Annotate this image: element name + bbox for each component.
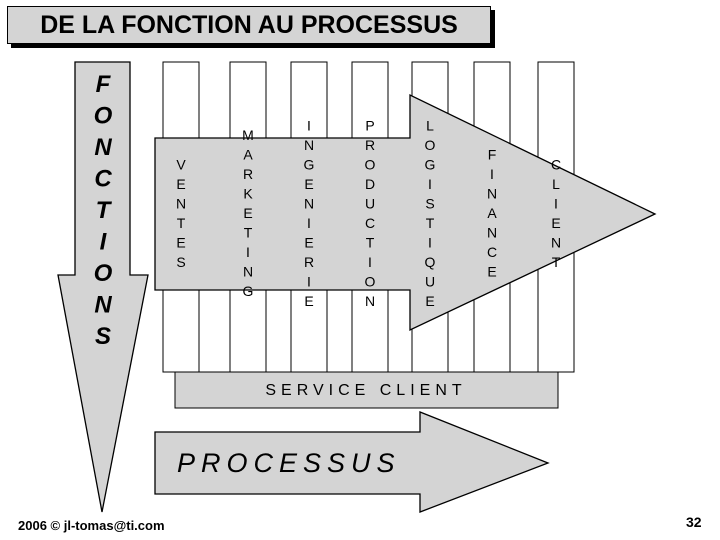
column-letter: N [243,264,253,280]
column-letter: M [242,127,254,143]
column-letter: T [426,215,435,231]
column-letter: E [176,234,185,250]
column-letter: N [304,137,314,153]
column-letter: R [243,166,253,182]
processus-arrow [154,411,550,513]
column-letter: R [365,137,375,153]
column-letter: O [365,156,376,172]
column-letter: N [487,186,497,202]
column-letter: F [488,147,497,163]
column-letter: I [490,166,494,182]
column-letter: E [304,176,313,192]
fonctions-letter: T [96,197,113,224]
fonctions-letter: O [94,260,113,287]
column-letter: G [425,156,436,172]
column-letter: E [304,234,313,250]
footer-credit: 2006 © jl-tomas@ti.com [18,518,165,533]
processus-label: PROCESSUS [177,448,401,478]
column-letter: U [425,273,435,289]
column-letter: I [428,176,432,192]
column-letter: E [487,264,496,280]
process-arrow [154,93,657,332]
column-letter: L [426,117,434,133]
fonctions-letter: O [94,103,113,130]
column-letter: N [304,195,314,211]
column-letter: U [365,195,375,211]
column-letter: A [243,147,253,163]
column-letter: E [243,205,252,221]
column-letter: N [551,234,561,250]
column-letter: R [304,254,314,270]
column-letter: N [365,293,375,309]
fonctions-letter: N [94,134,112,161]
column-letter: I [307,215,311,231]
column-letter: N [176,195,186,211]
column-letter: T [552,254,561,270]
column-letter: S [176,254,185,270]
service-client-bar [174,371,559,409]
fonctions-letter: I [100,229,108,256]
column-letter: N [487,225,497,241]
column-letter: E [425,293,434,309]
fonctions-letter: S [95,323,111,350]
column-letter: E [176,176,185,192]
column-letter: P [365,117,374,133]
column-letter: V [176,156,186,172]
column-letter: E [304,293,313,309]
fonctions-letter: F [96,71,112,98]
title-box: DE LA FONCTION AU PROCESSUS [7,6,491,44]
page-title: DE LA FONCTION AU PROCESSUS [40,11,458,39]
column-letter: Q [425,254,436,270]
service-client-label: SERVICE CLIENT [265,382,466,399]
column-letter: I [307,117,311,133]
column-label: CLIENT [551,156,561,270]
column-labels: VENTESMARKETINGINGENIERIEPRODUCTIONLOGIS… [176,117,561,309]
column-letter: I [307,273,311,289]
column-letter: G [304,156,315,172]
column-letter: A [487,205,497,221]
page-number: 32 [686,514,702,530]
column-letter: T [366,234,375,250]
column-letter: E [551,215,560,231]
column-letter: C [365,215,375,231]
column-letter: O [365,273,376,289]
fonctions-arrow [57,61,149,513]
column-letter: I [428,234,432,250]
column-letter: G [243,283,254,299]
column-letter: I [246,244,250,260]
column-letter: T [244,225,253,241]
column-letter: C [551,156,561,172]
column-letter: I [554,195,558,211]
fonctions-letter: C [94,166,112,193]
column-letter: D [365,176,375,192]
column-letter: S [425,195,434,211]
column-letter: C [487,244,497,260]
column-letter: O [425,137,436,153]
column-letter: L [552,176,560,192]
column-letter: T [177,215,186,231]
fonctions-letter: N [94,292,112,319]
column-letter: K [243,186,253,202]
column-letter: I [368,254,372,270]
